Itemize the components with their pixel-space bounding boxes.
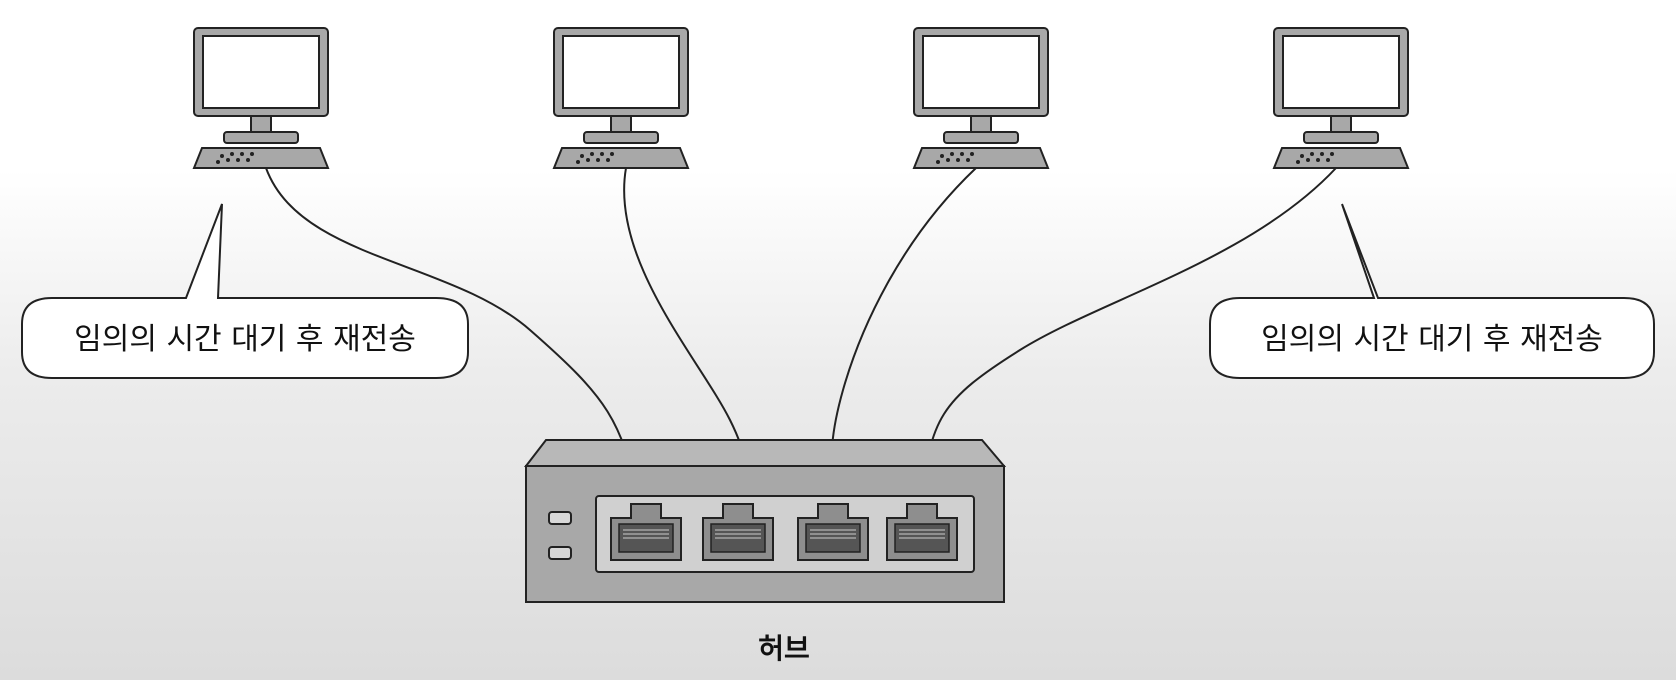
hub-indicator-led xyxy=(548,511,572,525)
hub-port-4 xyxy=(886,503,958,561)
hub-port-3 xyxy=(797,503,869,561)
monitor-base xyxy=(223,131,299,144)
computer-3 xyxy=(912,27,1050,169)
cables xyxy=(265,167,1337,503)
hub-top-face xyxy=(523,439,1007,467)
keyboard-keys xyxy=(576,152,614,164)
cable-pc1-to-port1 xyxy=(265,167,641,503)
hub-label: 허브 xyxy=(758,632,810,665)
hub xyxy=(523,439,1007,603)
keyboard xyxy=(912,147,1050,169)
computer-4 xyxy=(1272,27,1410,169)
hub-indicator-led xyxy=(548,546,572,560)
monitor-screen xyxy=(1282,35,1400,109)
computer-1 xyxy=(192,27,330,169)
monitor-base xyxy=(1303,131,1379,144)
keyboard xyxy=(1272,147,1410,169)
speech-bubble-left: 임의의 시간 대기 후 재전송 xyxy=(21,203,469,379)
keyboard-keys xyxy=(216,152,254,164)
monitor-base xyxy=(583,131,659,144)
keyboard-keys xyxy=(936,152,974,164)
monitor-base xyxy=(943,131,1019,144)
monitor-screen xyxy=(922,35,1040,109)
speech-bubble-shape xyxy=(1209,203,1655,379)
hub-port-2 xyxy=(702,503,774,561)
computer-2 xyxy=(552,27,690,169)
speech-bubble-right-text: 임의의 시간 대기 후 재전송 xyxy=(1261,322,1603,357)
speech-bubble-right: 임의의 시간 대기 후 재전송 xyxy=(1209,203,1655,379)
hub-port-1 xyxy=(610,503,682,561)
keyboard-keys xyxy=(1296,152,1334,164)
keyboard xyxy=(192,147,330,169)
cable-pc4-to-port4 xyxy=(921,167,1337,503)
hub-port-panel xyxy=(595,495,975,573)
keyboard xyxy=(552,147,690,169)
speech-bubble-left-text: 임의의 시간 대기 후 재전송 xyxy=(74,322,416,357)
monitor-screen xyxy=(202,35,320,109)
speech-bubble-shape xyxy=(21,203,469,379)
monitor-screen xyxy=(562,35,680,109)
